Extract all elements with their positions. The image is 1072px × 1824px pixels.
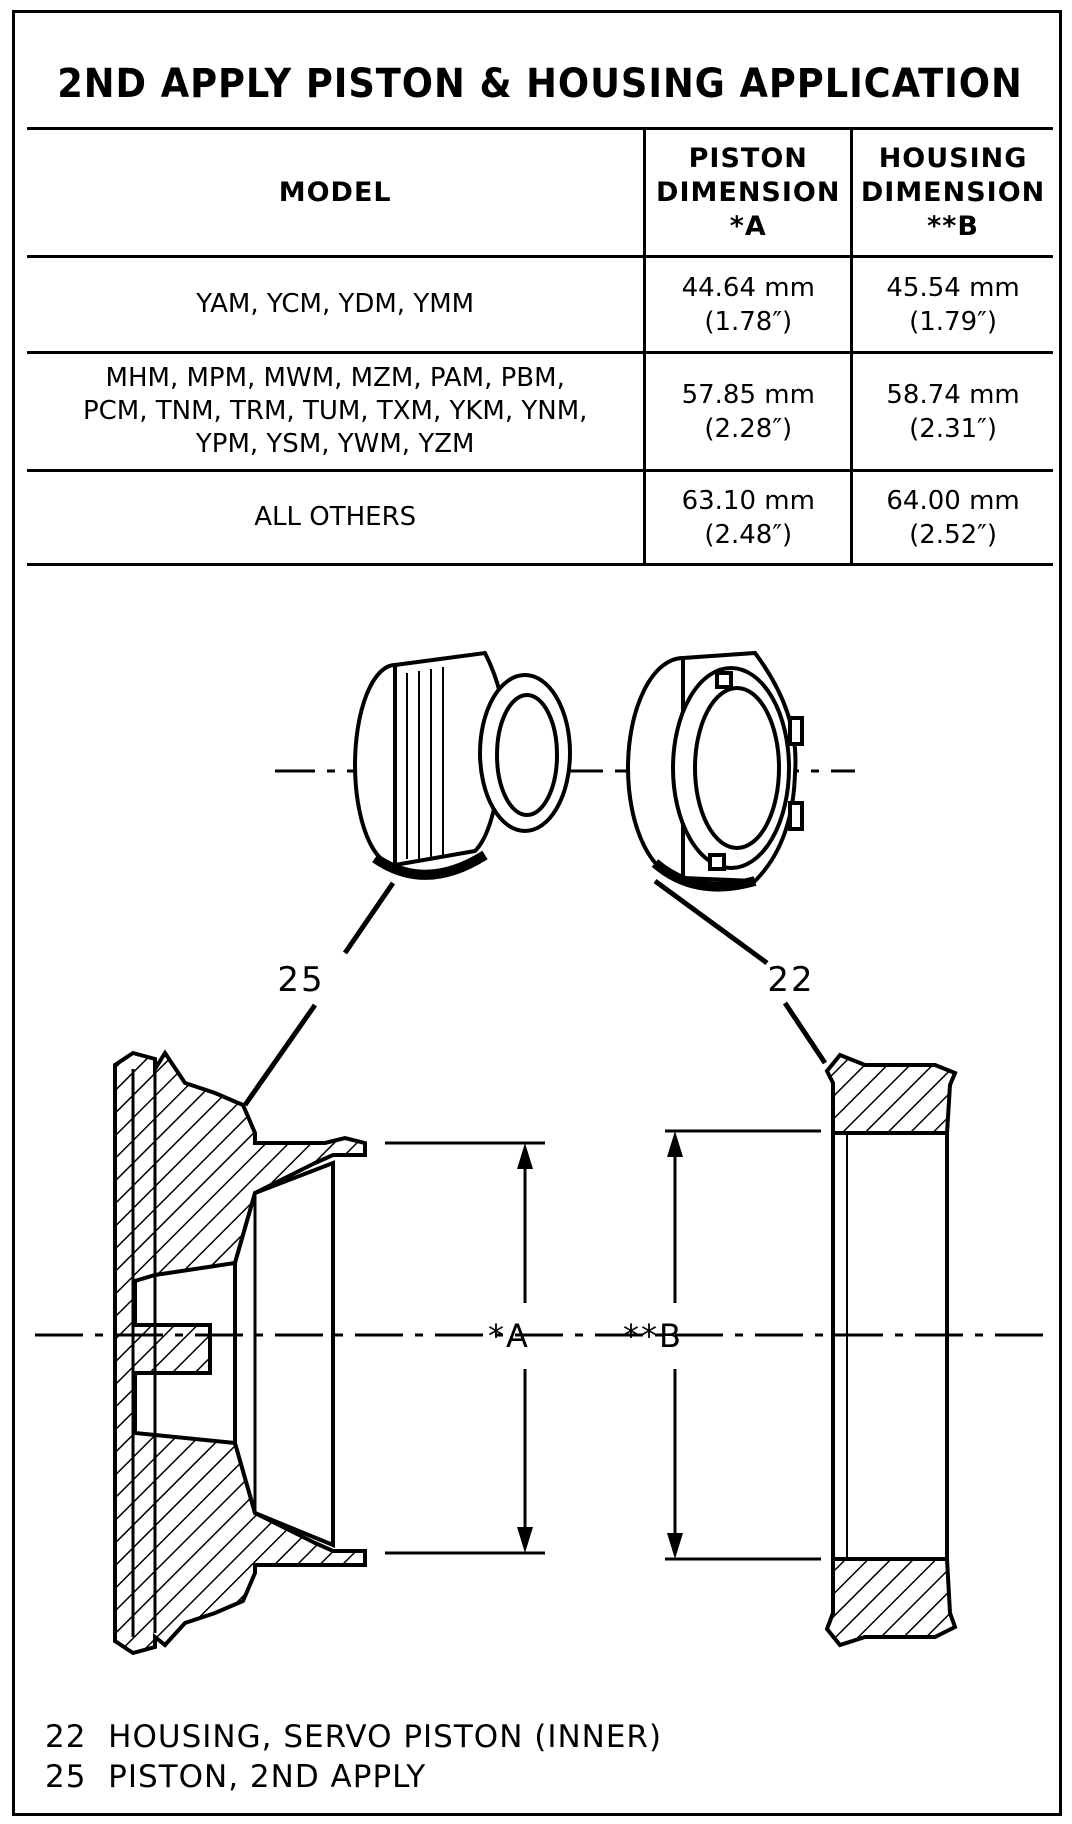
legend-item: 25 PISTON, 2ND APPLY: [45, 1757, 662, 1797]
dimension-b: [665, 1129, 821, 1561]
dimension-b-label: **B: [623, 1317, 683, 1355]
page-title: 2ND APPLY PISTON & HOUSING APPLICATION: [57, 61, 1023, 107]
model-cell: YAM, YCM, YDM, YMM: [27, 256, 645, 354]
legend-number: 25: [45, 1759, 87, 1795]
diagram-sheet: 2ND APPLY PISTON & HOUSING APPLICATION M…: [12, 10, 1062, 1816]
housing-dimension-cell: 58.74 mm (2.31″): [850, 352, 1053, 472]
piston-cross-section: [113, 1049, 367, 1656]
table-row: ALL OTHERS 63.10 mm (2.48″) 64.00 mm (2.…: [27, 470, 1053, 566]
callout-25: 25: [277, 960, 324, 1000]
table-row: YAM, YCM, YDM, YMM 44.64 mm (1.78″) 45.5…: [27, 256, 1053, 354]
dimension-a: [385, 1141, 545, 1555]
legend-text: HOUSING, SERVO PISTON (INNER): [108, 1719, 663, 1755]
legend-item: 22 HOUSING, SERVO PISTON (INNER): [45, 1717, 662, 1757]
application-table: MODEL PISTON DIMENSION *A HOUSING DIMENS…: [27, 127, 1053, 566]
header-piston-dimension: PISTON DIMENSION *A: [643, 127, 852, 258]
legend-number: 22: [45, 1719, 87, 1755]
dimension-a-label: *A: [488, 1317, 530, 1355]
legend: 22 HOUSING, SERVO PISTON (INNER) 25 PIST…: [45, 1717, 662, 1797]
model-cell: MHM, MPM, MWM, MZM, PAM, PBM, PCM, TNM, …: [27, 352, 645, 472]
callout-22: 22: [767, 960, 814, 1000]
housing-cross-section: [824, 1052, 958, 1648]
table-header-row: MODEL PISTON DIMENSION *A HOUSING DIMENS…: [27, 127, 1053, 258]
housing-dimension-cell: 64.00 mm (2.52″): [850, 470, 1053, 566]
housing-dimension-cell: 45.54 mm (1.79″): [850, 256, 1053, 354]
table-row: MHM, MPM, MWM, MZM, PAM, PBM, PCM, TNM, …: [27, 352, 1053, 472]
model-cell: ALL OTHERS: [27, 470, 645, 566]
piston-dimension-cell: 57.85 mm (2.28″): [643, 352, 852, 472]
piston-dimension-cell: 44.64 mm (1.78″): [643, 256, 852, 354]
header-model: MODEL: [27, 127, 645, 258]
piston-housing-illustration: 25 22 *A: [35, 650, 1045, 1656]
callout-leaders: [242, 878, 828, 1107]
piston-isometric: [275, 650, 605, 880]
housing-isometric: [615, 650, 855, 892]
piston-dimension-cell: 63.10 mm (2.48″): [643, 470, 852, 566]
legend-text: PISTON, 2ND APPLY: [108, 1759, 427, 1795]
header-housing-dimension: HOUSING DIMENSION **B: [850, 127, 1053, 258]
